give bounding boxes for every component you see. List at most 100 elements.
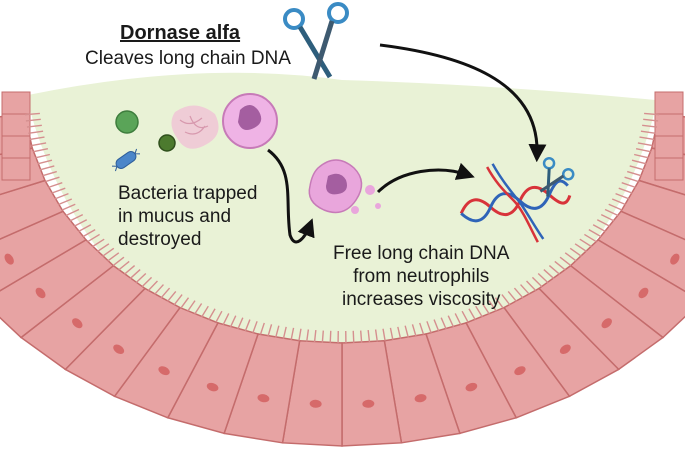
cilium xyxy=(513,287,524,299)
cilium xyxy=(501,294,511,306)
cilium xyxy=(201,305,209,318)
cilium xyxy=(237,317,244,330)
epithelium-layer xyxy=(0,91,685,447)
epithelial-cell xyxy=(0,238,115,339)
cilium xyxy=(639,136,655,141)
cilium xyxy=(548,265,561,275)
cilium xyxy=(411,324,417,337)
cilium xyxy=(454,313,462,325)
cilium xyxy=(624,176,639,183)
cilium xyxy=(26,124,42,128)
bacteria-icon xyxy=(158,134,176,152)
cilium xyxy=(475,305,483,318)
cilium xyxy=(102,247,115,257)
cilium xyxy=(596,219,611,227)
cilium xyxy=(173,294,183,306)
cilium xyxy=(397,326,402,339)
cilium xyxy=(321,330,324,343)
cilium xyxy=(604,208,619,217)
bacteria-label-line: Bacteria trapped xyxy=(118,183,258,204)
cilium xyxy=(481,303,490,315)
cell-nucleus xyxy=(465,382,478,392)
scissors-icon xyxy=(283,2,349,80)
epithelial-cell xyxy=(1,91,31,115)
cilium xyxy=(282,326,287,339)
cilium xyxy=(611,198,626,206)
cilium xyxy=(82,229,96,238)
cilium xyxy=(167,290,177,302)
cilium xyxy=(58,198,73,206)
cilium xyxy=(389,327,394,340)
cilium xyxy=(39,165,55,171)
epithelial-cell xyxy=(1,157,31,181)
cilium xyxy=(42,170,57,177)
cilium xyxy=(298,328,302,341)
cilium xyxy=(559,256,572,267)
cilium xyxy=(123,265,136,275)
cilium xyxy=(154,284,164,295)
page-title: Dornase alfa xyxy=(120,22,241,44)
cilium xyxy=(592,224,606,233)
arrow-scissors-to-dna xyxy=(379,43,547,163)
cilium xyxy=(160,287,171,299)
cilium xyxy=(129,269,141,280)
cilium xyxy=(618,187,633,194)
cilium xyxy=(306,329,310,342)
epithelial-cell xyxy=(1,113,31,137)
cilium xyxy=(367,330,371,343)
epithelial-cell xyxy=(596,210,685,293)
cilium xyxy=(112,256,125,267)
cilium xyxy=(631,159,647,165)
cilium xyxy=(107,252,120,262)
epithelial-cell xyxy=(619,179,685,241)
cilium xyxy=(629,165,645,171)
cilium xyxy=(433,319,440,332)
cilium xyxy=(584,233,597,243)
cilium xyxy=(642,124,658,128)
arrow-neutrophil-to-debris xyxy=(267,148,315,244)
cilium xyxy=(440,317,447,330)
cilium xyxy=(29,136,45,141)
cilium xyxy=(275,325,280,338)
cilium xyxy=(33,148,49,153)
cilium xyxy=(229,315,237,328)
cilium xyxy=(141,276,153,288)
bacteria-label-line: destroyed xyxy=(118,229,202,250)
arrow-debris-to-dna xyxy=(376,162,475,194)
cilium xyxy=(404,325,409,338)
cilium xyxy=(51,187,66,194)
cilium xyxy=(48,182,63,189)
cilium xyxy=(382,328,386,341)
neutrophil-icon xyxy=(308,159,381,214)
neutrophil-icon xyxy=(222,93,278,149)
cilium xyxy=(215,310,223,323)
cilium xyxy=(222,313,230,325)
cell-nucleus xyxy=(72,318,83,329)
epithelial-cell xyxy=(0,179,65,240)
cilium xyxy=(468,308,476,321)
scissors-icon-small xyxy=(539,157,575,197)
cell-nucleus xyxy=(601,318,612,329)
cell-nucleus xyxy=(638,287,649,299)
cell-nucleus xyxy=(514,366,526,376)
cilium xyxy=(360,330,363,343)
dna-label: Free long chain DNA from neutrophils inc… xyxy=(333,242,509,311)
cilium xyxy=(252,321,258,334)
cilium xyxy=(419,322,425,335)
subtitle: Cleaves long chain DNA xyxy=(85,48,291,69)
cilium xyxy=(180,297,190,309)
cilium xyxy=(69,214,84,222)
epithelial-cell xyxy=(654,157,684,181)
cell-nucleus xyxy=(257,394,270,403)
cilium xyxy=(78,224,92,233)
cell-nucleus xyxy=(414,394,427,403)
cilium xyxy=(65,208,80,217)
dna-label-line: increases viscosity xyxy=(341,289,501,310)
cell-nucleus xyxy=(309,399,322,408)
dna-label-line: Free long chain DNA xyxy=(333,243,510,264)
cilium xyxy=(461,310,469,323)
cilium xyxy=(564,252,577,262)
cilium xyxy=(61,203,76,211)
cell-nucleus xyxy=(206,382,219,392)
